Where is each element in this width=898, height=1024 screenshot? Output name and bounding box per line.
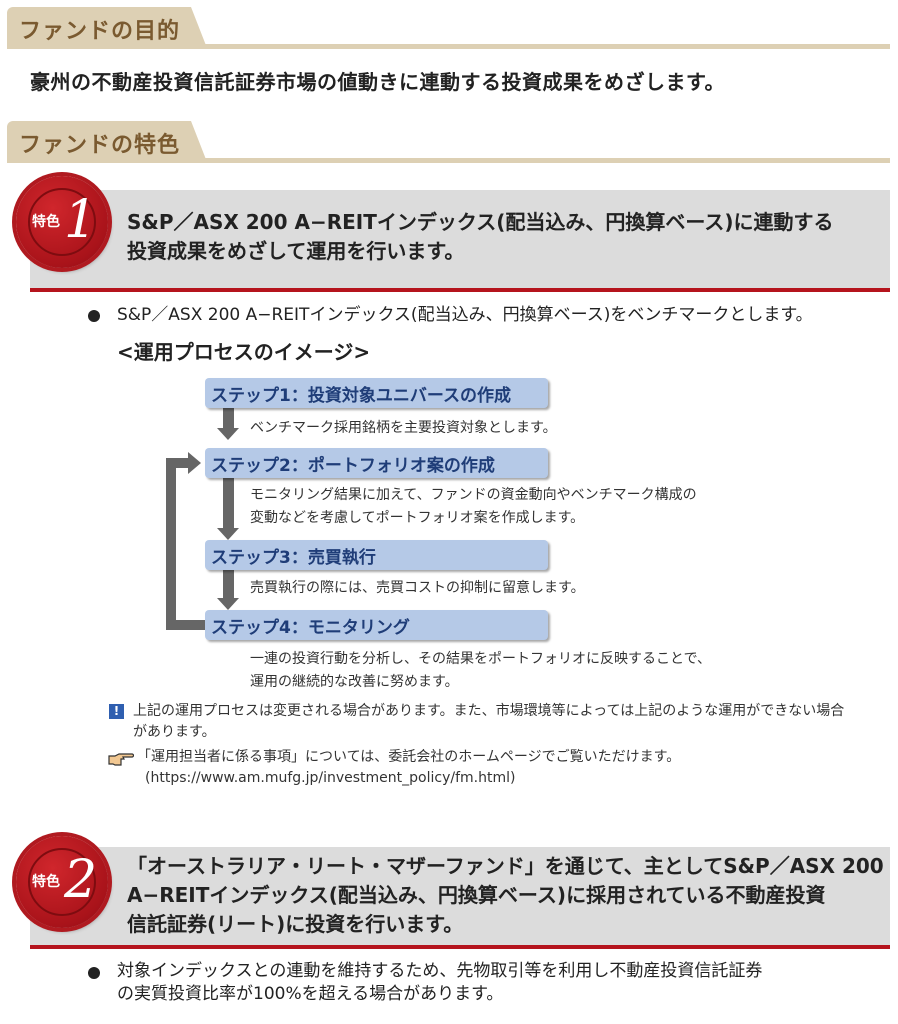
note-line: 上記の運用プロセスは変更される場合があります。また、市場環境等によっては上記のよ… bbox=[133, 703, 845, 719]
step-3-description: 売買執行の際には、売買コストの抑制に留意します。 bbox=[250, 580, 585, 596]
feature-1-title: S&P／ASX 200 A−REITインデックス(配当込み、円換算ベース)に連動… bbox=[127, 208, 834, 266]
loop-arrow-top bbox=[166, 458, 190, 468]
step-4-box: ステップ4：モニタリング bbox=[205, 610, 548, 640]
feature-2-title-line: 信託証券(リート)に投資を行います。 bbox=[127, 912, 464, 936]
step-4-description: 一連の投資行動を分析し、その結果をポートフォリオに反映することで、 運用の継続的… bbox=[250, 648, 711, 694]
step-2-box: ステップ2：ポートフォリオ案の作成 bbox=[205, 448, 548, 478]
feature-2-bullet-text: 対象インデックスとの連動を維持するため、先物取引等を利用し不動産投資信託証券 の… bbox=[117, 960, 762, 1006]
arrow-head bbox=[217, 528, 239, 540]
reference-url[interactable]: (https://www.am.mufg.jp/investment_polic… bbox=[145, 770, 516, 786]
seal-ring bbox=[28, 848, 96, 916]
pointing-hand-icon bbox=[108, 752, 135, 766]
bullet-icon bbox=[88, 967, 100, 979]
seal-ring bbox=[28, 188, 96, 256]
desc-line: 一連の投資行動を分析し、その結果をポートフォリオに反映することで、 bbox=[250, 651, 712, 667]
feature-1-seal-badge: 特色 1 bbox=[16, 176, 108, 268]
feature-1-banner: S&P／ASX 200 A−REITインデックス(配当込み、円換算ベース)に連動… bbox=[30, 190, 890, 292]
arrow-head bbox=[217, 428, 239, 440]
seal-number: 2 bbox=[64, 850, 98, 910]
loop-arrow-head-icon bbox=[188, 452, 201, 474]
bullet-icon bbox=[88, 310, 100, 322]
arrow-down-icon bbox=[223, 570, 234, 600]
desc-line: 変動などを考慮してポートフォリオ案を作成します。 bbox=[250, 510, 585, 526]
loop-arrow-vertical bbox=[166, 458, 176, 630]
note-line: があります。 bbox=[133, 724, 216, 740]
feature-2-seal-badge: 特色 2 bbox=[16, 836, 108, 928]
bullet-line: 対象インデックスとの連動を維持するため、先物取引等を利用し不動産投資信託証券 bbox=[117, 961, 763, 981]
step-1-description: ベンチマーク採用銘柄を主要投資対象とします。 bbox=[250, 420, 557, 436]
feature-2-title-line: 「オーストラリア・リート・マザーファンド」を通じて、主としてS&P／ASX 20… bbox=[127, 854, 884, 878]
desc-line: 運用の継続的な改善に努めます。 bbox=[250, 674, 459, 690]
feature-2-title: 「オーストラリア・リート・マザーファンド」を通じて、主としてS&P／ASX 20… bbox=[127, 852, 884, 939]
desc-line: モニタリング結果に加えて、ファンドの資金動向やベンチマーク構成の bbox=[250, 487, 697, 503]
feature-2-banner: 「オーストラリア・リート・マザーファンド」を通じて、主としてS&P／ASX 20… bbox=[30, 847, 890, 949]
section-header-features: ファンドの特色 bbox=[7, 121, 207, 162]
process-change-note: 上記の運用プロセスは変更される場合があります。また、市場環境等によっては上記のよ… bbox=[133, 701, 844, 743]
feature-1-bullet-text: S&P／ASX 200 A−REITインデックス(配当込み、円換算ベース)をベン… bbox=[117, 305, 813, 325]
seal-number: 1 bbox=[64, 190, 98, 250]
arrow-head bbox=[217, 598, 239, 610]
seal-label: 特色 bbox=[32, 874, 60, 890]
loop-arrow-bottom bbox=[166, 620, 206, 630]
exclamation-icon: ! bbox=[109, 704, 124, 719]
feature-2-title-line: A−REITインデックス(配当込み、円換算ベース)に採用されている不動産投資 bbox=[127, 883, 826, 907]
step-3-box: ステップ3：売買執行 bbox=[205, 540, 548, 570]
fund-purpose-text: 豪州の不動産投資信託証券市場の値動きに連動する投資成果をめざします。 bbox=[30, 70, 725, 94]
bullet-line: の実質投資比率が100%を超える場合があります。 bbox=[117, 984, 504, 1004]
arrow-down-icon bbox=[223, 478, 234, 530]
manager-reference-note: 「運用担当者に係る事項」については、委託会社のホームページでご覧いただけます。 … bbox=[137, 747, 680, 789]
step-1-box: ステップ1：投資対象ユニバースの作成 bbox=[205, 378, 548, 408]
section-divider bbox=[7, 44, 890, 49]
note-line: 「運用担当者に係る事項」については、委託会社のホームページでご覧いただけます。 bbox=[137, 749, 681, 765]
arrow-down-icon bbox=[223, 408, 234, 428]
process-title: <運用プロセスのイメージ> bbox=[117, 340, 371, 364]
section-divider bbox=[7, 158, 890, 163]
feature-1-title-line: S&P／ASX 200 A−REITインデックス(配当込み、円換算ベース)に連動… bbox=[127, 210, 834, 234]
seal-label: 特色 bbox=[32, 214, 60, 230]
section-header-purpose: ファンドの目的 bbox=[7, 7, 207, 48]
step-2-description: モニタリング結果に加えて、ファンドの資金動向やベンチマーク構成の 変動などを考慮… bbox=[250, 484, 697, 530]
feature-1-title-line: 投資成果をめざして運用を行います。 bbox=[127, 239, 465, 263]
